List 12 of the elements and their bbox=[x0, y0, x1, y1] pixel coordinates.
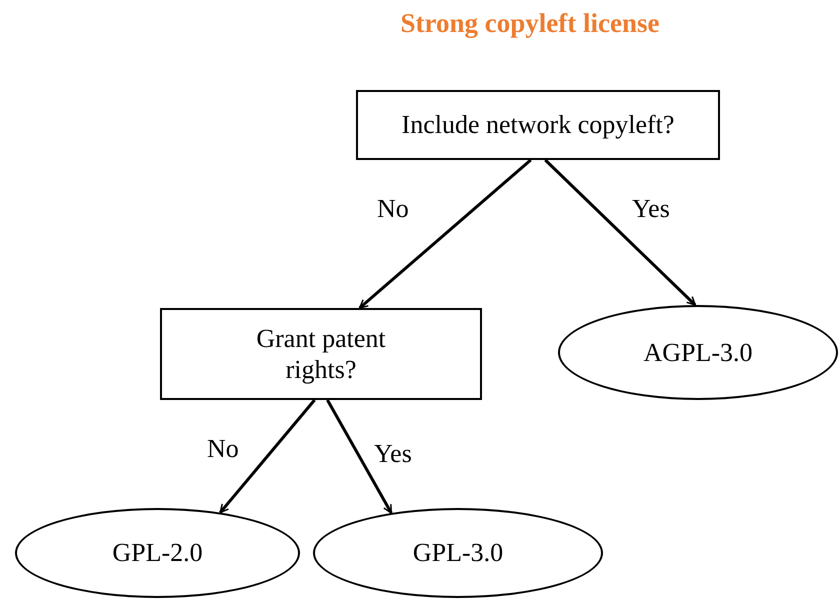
arrow bbox=[326, 399, 393, 514]
node-text: Include network copyleft? bbox=[402, 109, 674, 141]
arrow bbox=[219, 399, 316, 514]
node-text: AGPL-3.0 bbox=[643, 336, 753, 368]
decision-box bbox=[160, 308, 482, 400]
diagram-title: Strong copyleft license bbox=[400, 8, 660, 39]
node-text: GPL-3.0 bbox=[412, 537, 504, 569]
arrow bbox=[358, 158, 532, 310]
decision-box bbox=[356, 90, 720, 160]
arrow bbox=[544, 158, 696, 306]
node-text: Grant patent rights? bbox=[255, 322, 387, 386]
node-text: GPL-2.0 bbox=[112, 537, 203, 569]
